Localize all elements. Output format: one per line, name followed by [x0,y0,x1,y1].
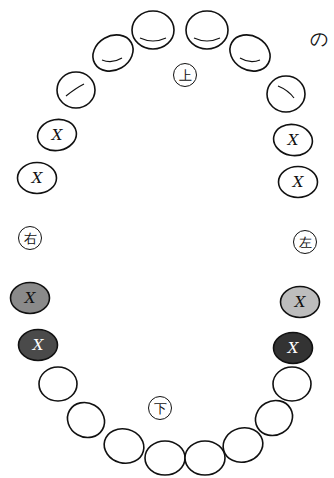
circled-direction-label: 上 [173,63,197,87]
marked-tooth: X [272,331,314,365]
tooth-mark: X [288,341,299,356]
tooth-mark: X [33,338,44,353]
tooth [132,11,174,49]
tooth [61,396,111,444]
tooth-groove [240,58,260,62]
tooth [186,11,228,49]
marked-tooth: X [36,118,78,152]
tooth-shape [279,167,318,198]
tooth-mark: X [293,175,304,190]
tooth-mark: X [295,295,306,310]
tooth-shape [18,163,57,194]
tooth-mark: X [32,171,43,186]
tooth-mark: X [288,133,299,148]
marked-tooth: X [279,285,321,319]
direction-char: 下 [154,402,167,415]
marked-tooth: X [16,161,58,195]
marked-tooth: X [17,328,59,362]
tooth-shape [19,330,58,361]
tooth [86,28,139,78]
tooth-shape [36,118,78,152]
tooth-groove [194,38,220,41]
tooth-groove [66,84,84,96]
marked-tooth: X [272,123,314,157]
circled-direction-label: 下 [148,396,172,420]
tooth-mark: X [52,128,63,143]
tooth-groove [140,38,166,41]
direction-char: 上 [179,69,192,82]
marked-tooth: X [9,281,51,315]
tooth-groove [278,86,294,98]
tooth [39,367,77,401]
fragment-label: の [310,30,328,48]
tooth-shape [281,287,320,318]
tooth [223,28,276,78]
tooth-mark: X [25,291,36,306]
tooth [267,76,305,112]
tooth [100,424,147,467]
tooth-groove [102,58,122,62]
tooth [145,441,185,475]
direction-char: 左 [299,236,312,249]
tooth [57,72,95,108]
circled-direction-label: 右 [18,226,42,250]
marked-tooth: X [277,165,319,199]
circled-direction-label: 左 [293,230,317,254]
tooth-shape [11,283,50,314]
tooth [185,441,225,475]
tooth-shape [274,333,313,364]
tooth-shape [272,123,314,157]
tooth [273,367,311,401]
direction-char: 右 [24,232,37,245]
